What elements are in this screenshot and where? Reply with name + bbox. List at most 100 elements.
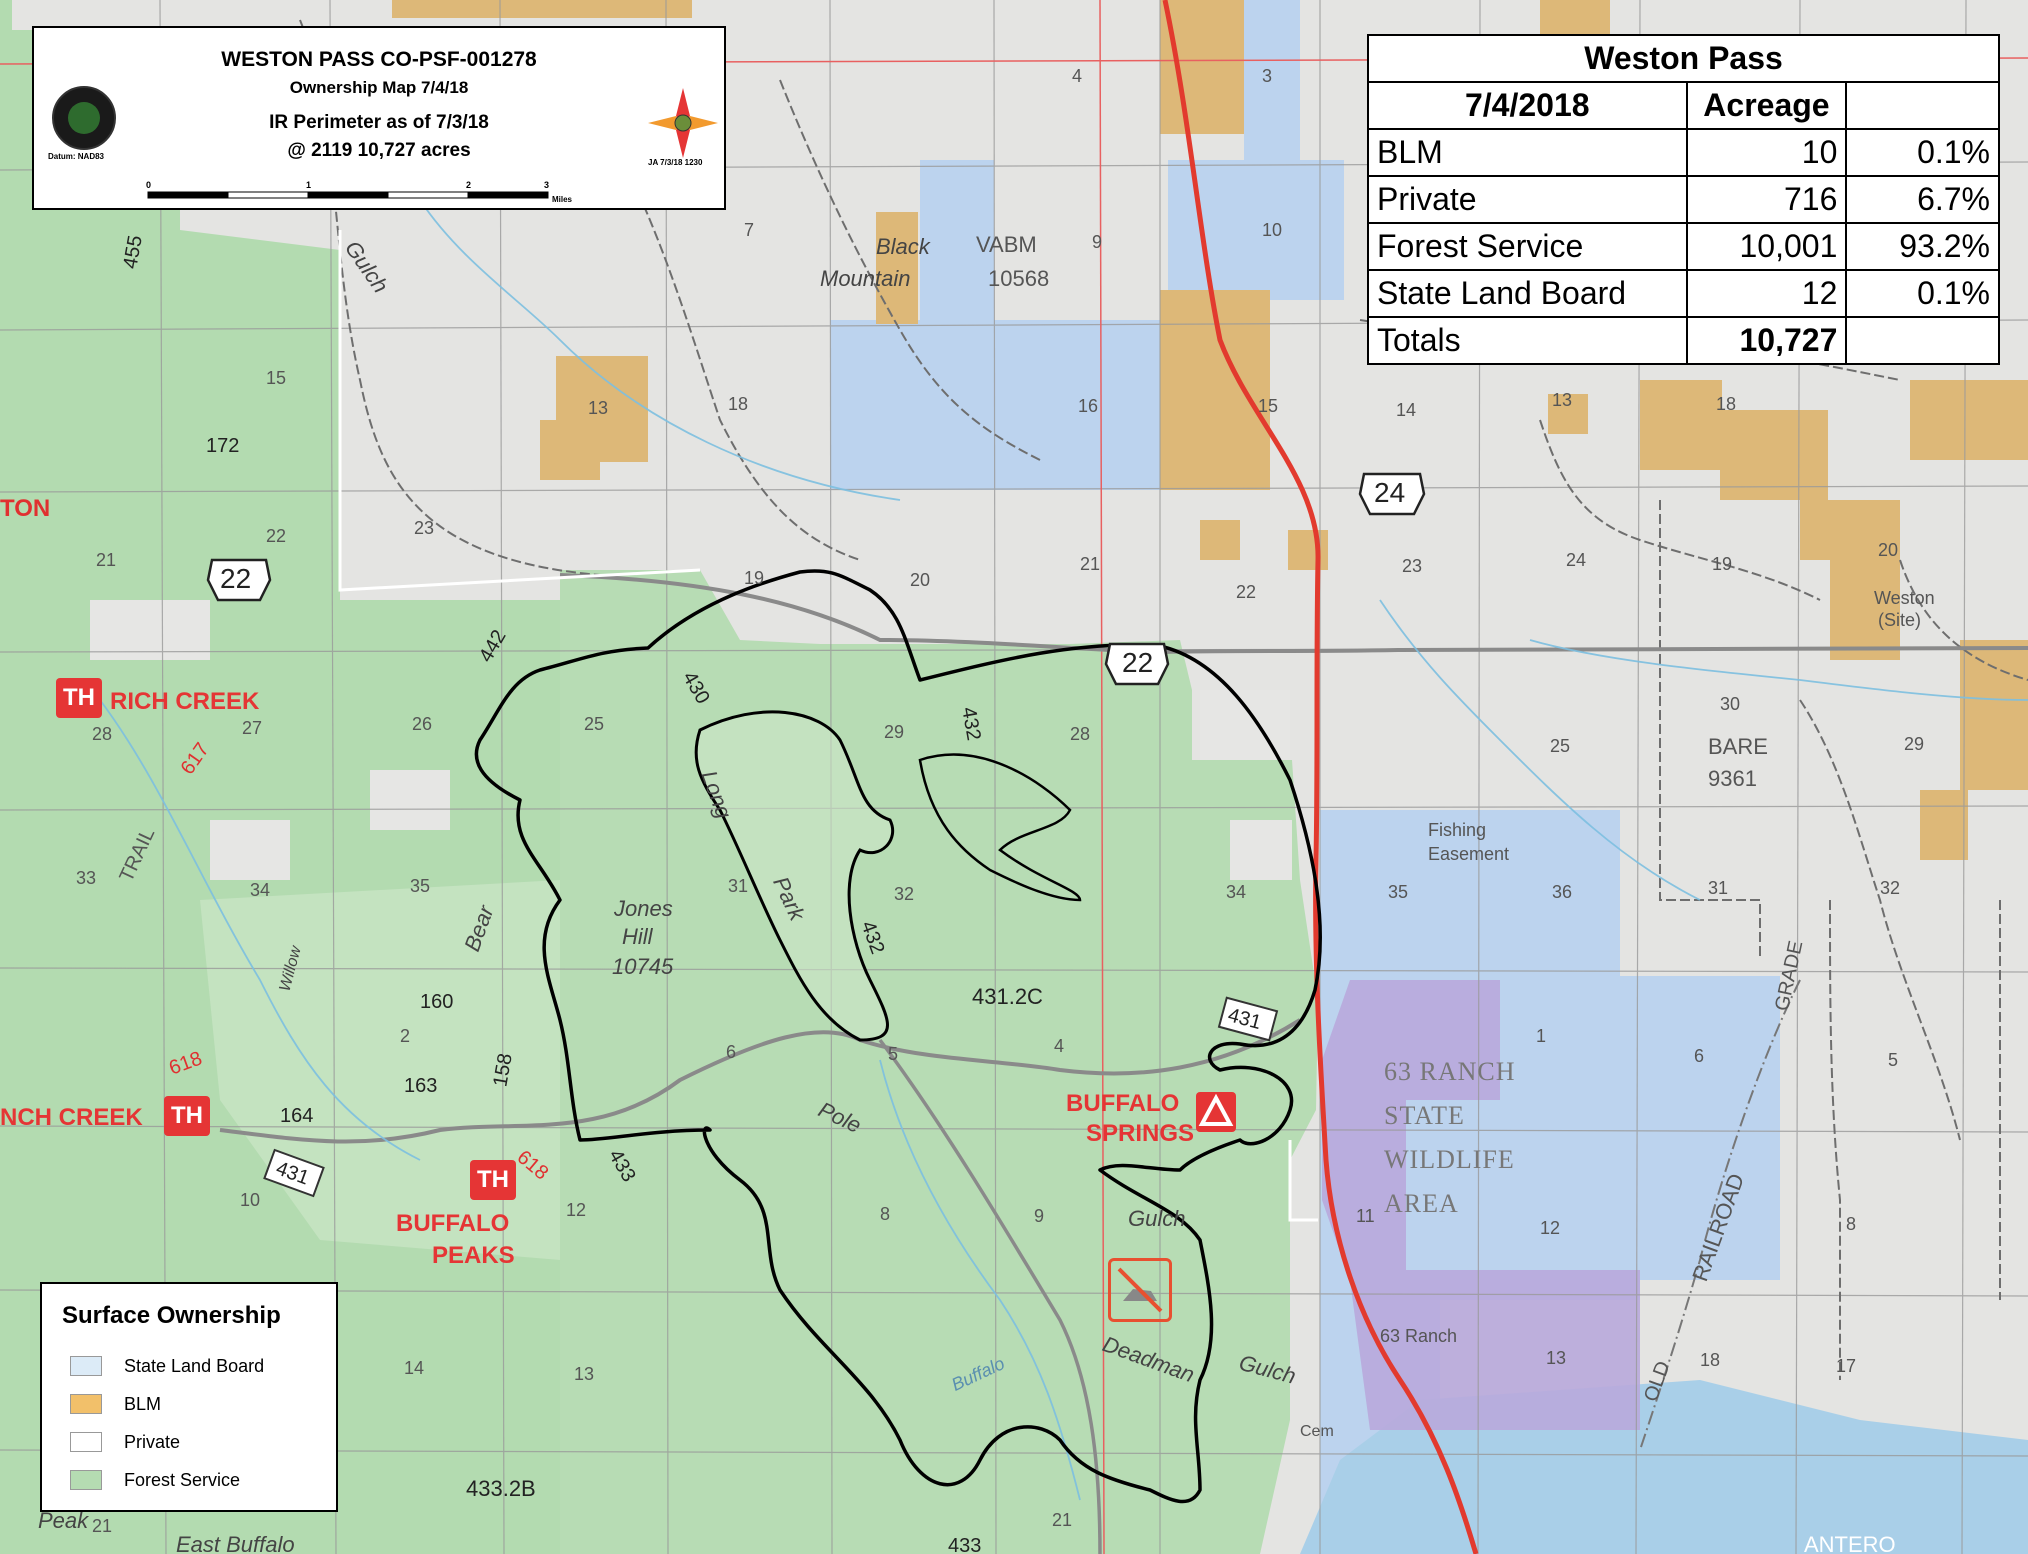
jones-elev-label: 10745 (612, 954, 674, 979)
road-box-431a (263, 1148, 325, 1198)
section-number: 12 (1540, 1218, 1560, 1238)
section-number: 36 (1552, 882, 1572, 902)
incident-title: WESTON PASS CO-PSF-001278 (221, 48, 537, 71)
section-number: 33 (76, 868, 96, 888)
jones-label: Jones (613, 896, 673, 921)
table-title: Weston Pass (1367, 34, 2000, 83)
table-row: BLM 10 0.1% (1367, 128, 2000, 177)
road-433-2b-label: 433.2B (466, 1476, 536, 1501)
table-cell-percent: 0.1% (1845, 128, 2000, 177)
section-number: 18 (1700, 1350, 1720, 1370)
ranch-label-1: 63 RANCH (1384, 1057, 1516, 1086)
table-row: 7/4/2018 Acreage (1367, 81, 2000, 130)
legend-title: Surface Ownership (62, 1302, 281, 1329)
table-totals-value: 10,727 (1685, 316, 1848, 365)
road-box-431b (1217, 996, 1279, 1042)
section-number: 5 (1888, 1050, 1898, 1070)
table-cell-acres: 10,001 (1685, 222, 1848, 271)
section-number: 5 (888, 1044, 898, 1064)
section-number: 21 (96, 550, 116, 570)
scale-tick-2: 2 (466, 180, 471, 190)
legend-label: BLM (124, 1394, 162, 1414)
forest-service-area-north (0, 200, 170, 600)
section-number: 29 (1904, 734, 1924, 754)
hwy-22b-label: 22 (1122, 647, 1153, 678)
highway-24[interactable] (1162, 0, 1479, 1554)
section-number: 1 (1536, 1026, 1546, 1046)
north-arrow-icon (648, 88, 718, 158)
perimeter-note: IR Perimeter as of 7/3/18 (269, 112, 489, 133)
state-land-board-area-north2 (1168, 0, 1344, 300)
scale-unit: Miles (552, 195, 573, 204)
section-number: 30 (1720, 694, 1740, 714)
road-433b-label: 433 (948, 1535, 981, 1554)
gulch-label-2: Gulch (1128, 1206, 1185, 1231)
no-snowmobile-icon (1108, 1258, 1172, 1322)
section-number: 17 (1836, 1356, 1856, 1376)
fire-perimeter[interactable] (474, 569, 1322, 1504)
section-number: 3 (1262, 66, 1272, 86)
vabm-elev-label: 10568 (988, 266, 1049, 291)
table-cell-owner: Forest Service (1367, 222, 1688, 271)
section-number: 25 (584, 714, 604, 734)
easement-label: Easement (1428, 844, 1509, 864)
section-number: 13 (1552, 390, 1572, 410)
map-subtitle: Ownership Map 7/4/18 (289, 78, 469, 97)
section-number: 25 (1550, 736, 1570, 756)
road-433 (878, 1038, 1102, 1554)
section-number: 31 (1708, 878, 1728, 898)
hwy-24-label: 24 (1374, 477, 1405, 508)
section-number: 32 (894, 884, 914, 904)
title-box: Datum: NAD83 WESTON PASS CO-PSF-001278 O… (32, 26, 726, 210)
trailhead-buffalo-peaks-icon[interactable]: TH (470, 1160, 516, 1200)
table-empty-header (1845, 81, 2000, 130)
section-number: 15 (266, 368, 286, 388)
nch-creek-label: NCH CREEK (0, 1104, 143, 1131)
bare-elev-label: 9361 (1708, 766, 1757, 791)
table-date: 7/4/2018 (1367, 81, 1688, 130)
section-number: 34 (1226, 882, 1246, 902)
weston-label: Weston (1874, 588, 1935, 608)
section-number: 20 (910, 570, 930, 590)
table-cell-acres: 12 (1685, 269, 1848, 318)
table-row: Weston Pass (1367, 34, 2000, 83)
buffalo-peaks-label-2: PEAKS (432, 1242, 515, 1269)
section-number: 31 (728, 876, 748, 896)
table-cell-owner: BLM (1367, 128, 1688, 177)
ranch-label-2: STATE (1384, 1101, 1465, 1130)
section-number: 23 (1402, 556, 1422, 576)
section-number: 4 (1054, 1036, 1064, 1056)
table-cell-owner: Private (1367, 175, 1688, 224)
agency-logo-icon (52, 86, 116, 150)
table-acreage-header: Acreage (1685, 81, 1848, 130)
table-row: State Land Board 12 0.1% (1367, 269, 2000, 318)
black-label: Black (876, 234, 931, 259)
campground-icon[interactable] (1196, 1092, 1236, 1132)
wildlife-area (1322, 980, 1640, 1430)
cem-label: Cem (1300, 1423, 1334, 1440)
section-number: 19 (1712, 554, 1732, 574)
blm-areas (392, 0, 2028, 860)
table-cell-percent: 93.2% (1845, 222, 2000, 271)
hwy-22a-label: 22 (220, 563, 251, 594)
railroad-grade (1639, 979, 1801, 1451)
ranch-label-3: WILDLIFE (1384, 1145, 1515, 1174)
scale-tick-3: 3 (544, 180, 549, 190)
section-number: 20 (1878, 540, 1898, 560)
section-number: 35 (1388, 882, 1408, 902)
section-number: 6 (1694, 1046, 1704, 1066)
trailhead-rich-creek-icon[interactable]: TH (56, 678, 102, 718)
section-number: 16 (1078, 396, 1098, 416)
section-number: 28 (92, 724, 112, 744)
section-number: 9 (1034, 1206, 1044, 1226)
datum-label: Datum: NAD83 (48, 152, 105, 161)
section-number: 13 (588, 398, 608, 418)
table-row: Totals 10,727 (1367, 316, 2000, 365)
scale-tick-1: 1 (306, 180, 311, 190)
section-number: 27 (242, 718, 262, 738)
trailhead-nch-creek-icon[interactable]: TH (164, 1096, 210, 1136)
section-number: 12 (566, 1200, 586, 1220)
section-number: 35 (410, 876, 430, 896)
section-number: 8 (1846, 1214, 1856, 1234)
